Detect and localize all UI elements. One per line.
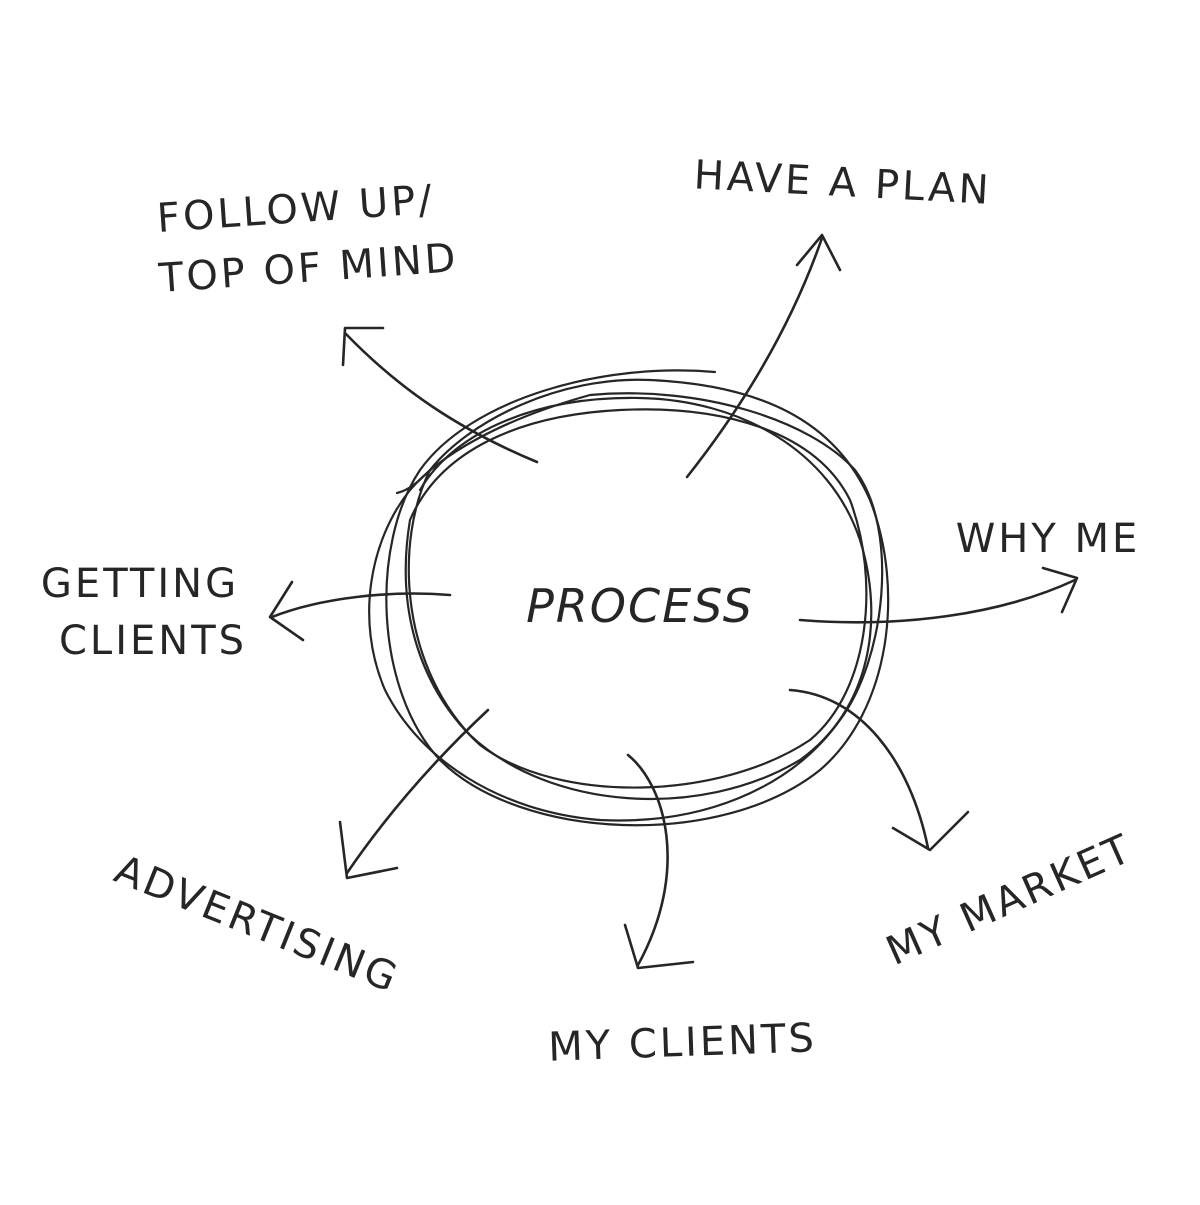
label-advertising: ADVERTISING bbox=[108, 847, 406, 1003]
center-label: PROCESS bbox=[526, 579, 754, 633]
arrow-advertising bbox=[338, 708, 490, 880]
arrow-have-a-plan bbox=[685, 233, 842, 479]
label-getting-clients-line1: GETTING bbox=[41, 561, 239, 607]
arrow-my-market bbox=[788, 688, 970, 852]
label-why-me: WHY ME bbox=[956, 516, 1141, 562]
arrow-why-me bbox=[798, 566, 1079, 624]
label-have-a-plan: HAVE A PLAN bbox=[693, 152, 993, 214]
label-getting-clients-line2: CLIENTS bbox=[59, 618, 247, 664]
arrow-follow-up bbox=[341, 326, 539, 464]
arrow-my-clients bbox=[623, 753, 695, 970]
label-my-clients: MY CLIENTS bbox=[547, 1015, 817, 1070]
arrow-getting-clients bbox=[268, 580, 452, 642]
label-my-market: MY MARKET bbox=[880, 825, 1140, 975]
center-circle bbox=[368, 369, 890, 827]
label-follow-up-line2: TOP OF MIND bbox=[156, 235, 459, 302]
label-follow-up-line1: FOLLOW UP/ bbox=[155, 177, 436, 242]
